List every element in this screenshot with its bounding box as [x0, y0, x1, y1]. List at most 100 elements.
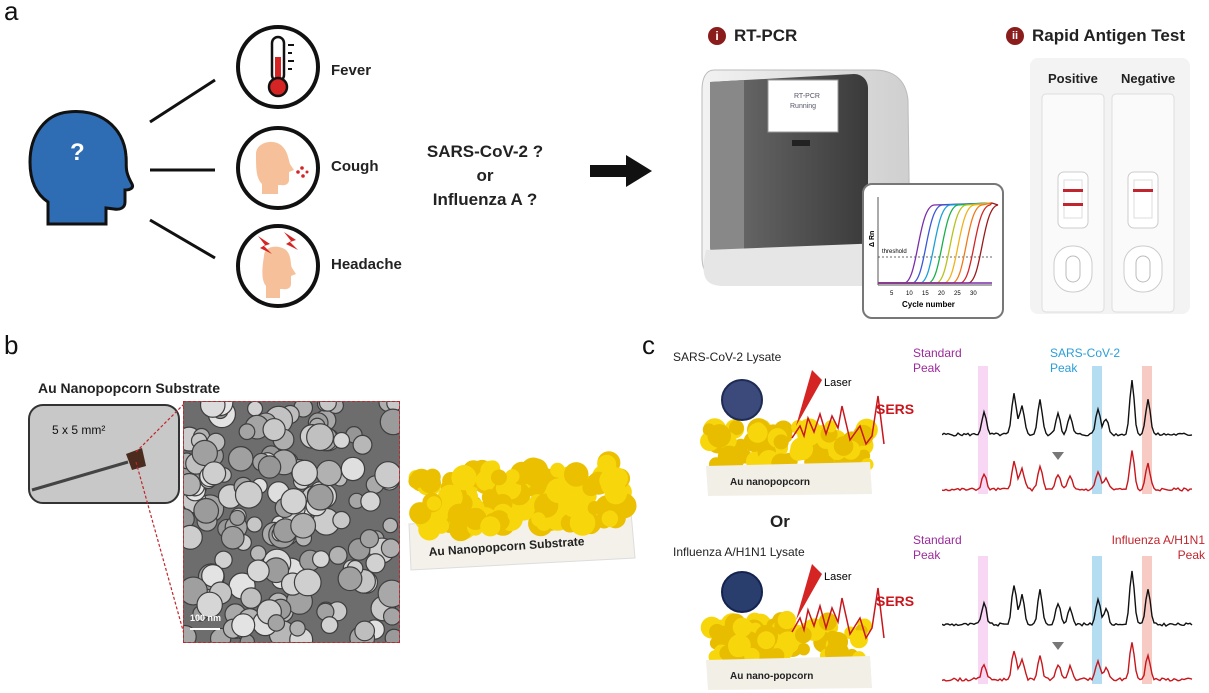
sem-particle: [231, 613, 256, 638]
antigen-cassettes: [1041, 93, 1175, 313]
gold-nanoparticle: [833, 436, 854, 456]
or-text: Or: [770, 512, 790, 531]
gold-nanoparticle: [587, 501, 602, 516]
top-base-label: Au nanopopcorn: [730, 477, 810, 488]
sem-particle: [320, 616, 339, 634]
top-sers-label: SERS: [876, 401, 914, 417]
gold-nanoparticle: [776, 631, 800, 654]
gold-nanoparticle: [507, 506, 524, 523]
sem-particle: [246, 559, 270, 583]
gold-nanoparticle: [757, 631, 776, 650]
top-target-line2: Peak: [1050, 361, 1078, 375]
sem-particle: [220, 525, 245, 550]
bottom-standard-peak-label: Standard Peak: [913, 533, 962, 563]
gold-nanoparticle: [531, 512, 546, 527]
sem-particle: [196, 591, 223, 619]
gold-nanoparticle: [795, 626, 812, 644]
sem-particle: [382, 517, 399, 534]
sem-particle: [199, 402, 226, 418]
gold-nanoparticle: [728, 634, 751, 658]
top-sers-schematic: Au nanopopcorn Laser SERS: [700, 370, 914, 496]
sem-particle: [328, 545, 348, 565]
gold-nanoparticle: [426, 496, 442, 511]
sem-particle: [306, 483, 334, 511]
sem-particle: [290, 512, 317, 539]
gold-nanoparticle: [563, 462, 589, 487]
sem-particle: [340, 456, 366, 482]
top-standard-line2: Peak: [913, 361, 941, 375]
sem-particle: [377, 579, 399, 608]
sem-particle: [315, 459, 343, 487]
amplification-curve: [878, 202, 993, 284]
sem-particle: [184, 524, 203, 550]
symptom-connectors: [149, 78, 216, 260]
panel-b-letter: b: [4, 330, 19, 360]
top-target-line1: SARS-CoV-2: [1050, 346, 1121, 360]
sem-particle: [257, 455, 282, 479]
head-question-mark: ?: [70, 139, 85, 166]
gold-nanoparticle: [419, 471, 441, 494]
plot-tick-30: 30: [970, 291, 977, 297]
top-lysate-label: SARS-CoV-2 Lysate: [673, 350, 782, 364]
reference-spectrum: [942, 570, 1193, 627]
head-silhouette-icon: ?: [28, 109, 134, 226]
standard-peak-band: [978, 556, 988, 684]
sem-image: [183, 401, 400, 643]
sem-particle: [382, 607, 399, 626]
question-influenza: Influenza A ?: [432, 190, 538, 209]
rtpcr-screen-line1: RT-PCR: [794, 93, 820, 100]
sem-particle: [246, 516, 263, 533]
cough-face-icon: [236, 126, 320, 210]
plot-tick-10: 10: [906, 291, 913, 297]
antigen-positive-label: Positive: [1048, 71, 1098, 86]
gold-nanoparticle: [480, 516, 501, 537]
sem-particle: [291, 459, 318, 487]
reference-spectrum: [942, 380, 1193, 437]
sem-particle: [262, 417, 286, 442]
sem-particle: [379, 408, 399, 436]
bottom-standard-line1: Standard: [913, 533, 962, 547]
standard-peak-band: [978, 366, 988, 494]
sem-particle: [360, 491, 381, 512]
gold-nanoparticle: [702, 423, 716, 436]
plot-ylabel: Δ Rn: [869, 231, 876, 247]
gold-nanoparticle: [490, 469, 507, 486]
amplification-curve: [878, 202, 999, 284]
sem-particle: [214, 550, 233, 570]
gold-nanoparticle: [437, 484, 463, 510]
gold-nanoparticle: [747, 422, 768, 443]
sem-particle: [240, 587, 262, 609]
bottom-target-peak-label: Influenza A/H1N1 Peak: [1105, 533, 1205, 563]
missing-peak-marker: [1052, 642, 1064, 650]
amplification-curve: [878, 202, 993, 284]
gold-nanoparticle: [600, 471, 626, 497]
rtpcr-title: RT-PCR: [734, 26, 798, 45]
plot-tick-25: 25: [954, 291, 961, 297]
sem-particle: [332, 510, 351, 530]
top-laser-label: Laser: [824, 377, 852, 389]
right-arrow-icon: [590, 155, 652, 187]
amplification-curve: [878, 202, 993, 284]
bottom-sers-schematic: Au nano-popcorn Laser SERS: [700, 564, 914, 690]
sem-particle: [202, 461, 227, 486]
sem-particle: [306, 423, 334, 452]
panel-c-letter: c: [642, 330, 655, 360]
sem-particle: [234, 480, 263, 509]
sem-particle: [229, 509, 246, 526]
gold-nanoparticle: [451, 465, 477, 491]
amplification-curve: [878, 202, 993, 284]
rtpcr-badge: i: [708, 27, 726, 45]
symptom-fever-label: Fever: [331, 62, 372, 79]
sem-particle: [249, 545, 267, 562]
rtpcr-screen-line2: Running: [790, 103, 816, 110]
thermometer-icon: [236, 25, 320, 109]
sem-particle: [384, 628, 399, 642]
sample-spectrum: [942, 642, 1193, 683]
sem-particle: [191, 439, 218, 467]
gold-nanoparticle: [447, 503, 471, 527]
bottom-sers-trace: [791, 587, 885, 640]
sem-particle: [227, 446, 254, 472]
sem-particle: [280, 488, 307, 515]
antigen-title: Rapid Antigen Test: [1032, 26, 1185, 45]
plot-tick-15: 15: [922, 291, 929, 297]
